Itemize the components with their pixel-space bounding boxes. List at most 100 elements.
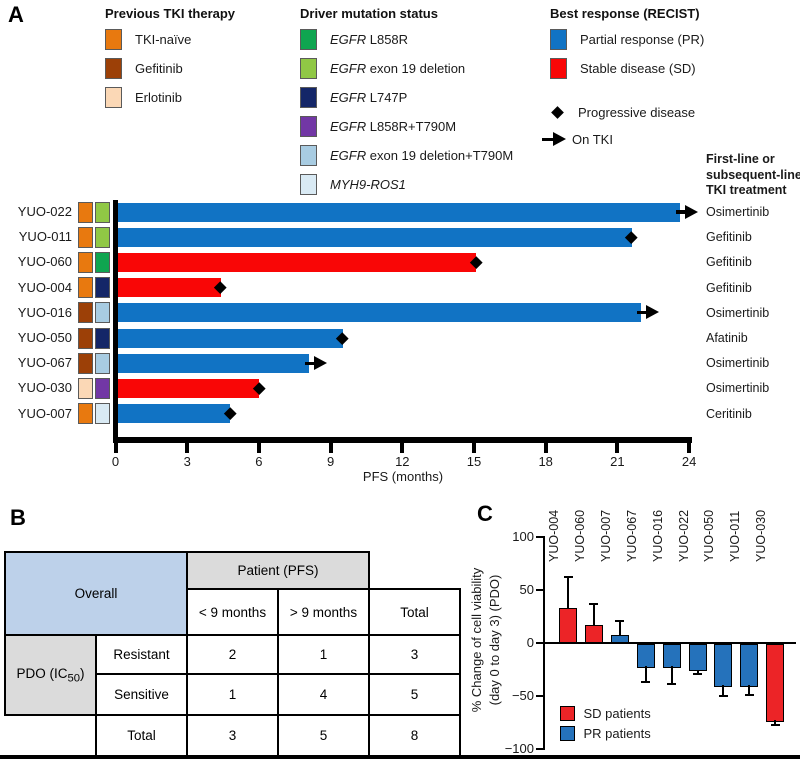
pfs-axis-tick bbox=[400, 443, 405, 453]
mutation-swatch bbox=[95, 327, 110, 349]
legend-item-label: Gefitinib bbox=[135, 61, 183, 76]
on-tki-arrow-stem bbox=[637, 311, 648, 315]
cell-resistant-gt9: 1 bbox=[277, 634, 370, 675]
tki-swatch bbox=[78, 251, 93, 273]
pfs-bar bbox=[118, 328, 343, 348]
treatment-label: Osimertinib bbox=[706, 381, 770, 396]
mutation-swatch bbox=[95, 226, 110, 248]
legend-sd-patients: SD patients bbox=[560, 706, 651, 721]
viability-category-label: YUO-050 bbox=[702, 509, 717, 562]
viability-bar bbox=[610, 634, 629, 643]
pdo-contingency-table: Overall Patient (PFS) < 9 months > 9 mon… bbox=[4, 551, 461, 757]
tki-swatch bbox=[78, 302, 93, 324]
error-bar-cap bbox=[589, 602, 599, 605]
pfs-x-axis-line bbox=[113, 437, 692, 443]
cell-header-total: Total bbox=[368, 588, 461, 636]
color-swatch bbox=[550, 29, 567, 50]
error-bar-cap bbox=[770, 723, 780, 726]
cell-sensitive-gt9: 4 bbox=[277, 673, 370, 716]
color-swatch bbox=[300, 87, 317, 108]
treatment-label: Osimertinib bbox=[706, 305, 770, 320]
legend-item: MYH9-ROS1 bbox=[300, 174, 513, 195]
cell-totalrow-lt9: 3 bbox=[186, 714, 279, 757]
legend-item-label: EGFR L858R bbox=[330, 32, 409, 47]
pfs-axis-tick bbox=[615, 443, 620, 453]
panel-b-letter: B bbox=[10, 505, 26, 530]
viability-bar bbox=[559, 608, 577, 643]
treatment-label: Gefitinib bbox=[706, 230, 752, 245]
viability-axis-tick bbox=[536, 588, 543, 592]
treatment-label: Ceritinib bbox=[706, 406, 752, 421]
mutation-swatch bbox=[95, 277, 110, 299]
mutation-swatch bbox=[95, 201, 110, 223]
viability-zero-line bbox=[543, 641, 796, 645]
cell-resistant-lt9: 2 bbox=[186, 634, 279, 675]
pfs-bar bbox=[118, 202, 680, 222]
error-bar-cap bbox=[615, 619, 625, 622]
pfs-axis-tick-label: 6 bbox=[255, 454, 263, 469]
error-bar-stem bbox=[618, 620, 621, 635]
viability-axis-tick bbox=[536, 641, 543, 645]
legend-best-response: Best response (RECIST) Partial response … bbox=[542, 6, 704, 147]
tki-swatch bbox=[78, 201, 93, 223]
legend-on-tki: On TKI bbox=[542, 132, 704, 147]
patient-label: YUO-016 bbox=[17, 304, 72, 320]
error-bar-stem bbox=[696, 669, 699, 674]
error-bar-cap bbox=[744, 693, 754, 696]
pfs-axis-tick-label: 24 bbox=[681, 454, 697, 469]
tki-swatch bbox=[78, 277, 93, 299]
error-bar-stem bbox=[722, 685, 725, 696]
viability-axis-tick-label: −100 bbox=[504, 741, 534, 756]
treatment-header-line2: subsequent-line bbox=[706, 167, 800, 182]
legend-item: EGFR L747P bbox=[300, 87, 513, 108]
pfs-bar bbox=[118, 227, 632, 247]
cell-sensitive-label: Sensitive bbox=[95, 673, 188, 716]
pfs-bar bbox=[118, 378, 259, 398]
cell-sensitive-lt9: 1 bbox=[186, 673, 279, 716]
cell-resistant-label: Resistant bbox=[95, 634, 188, 675]
pfs-axis-tick bbox=[185, 443, 190, 453]
pfs-x-axis-label: PFS (months) bbox=[362, 469, 444, 484]
patient-label: YUO-067 bbox=[17, 355, 72, 371]
viability-axis-tick-label: 50 bbox=[519, 582, 534, 597]
patient-label: YUO-004 bbox=[17, 279, 72, 295]
panel-c-letter: C bbox=[477, 501, 493, 526]
error-bar-stem bbox=[592, 603, 595, 625]
cell-header-gt9: > 9 months bbox=[277, 588, 370, 636]
legend-item: Gefitinib bbox=[105, 58, 235, 79]
tki-swatch bbox=[78, 377, 93, 399]
pfs-axis-tick bbox=[328, 443, 333, 453]
legend-item: EGFR exon 19 deletion+T790M bbox=[300, 145, 513, 166]
color-swatch bbox=[105, 58, 122, 79]
mutation-swatch bbox=[95, 403, 110, 425]
pfs-axis-tick-label: 0 bbox=[111, 454, 120, 469]
viability-category-label: YUO-004 bbox=[547, 509, 561, 562]
arrow-icon bbox=[542, 132, 566, 147]
pfs-axis-tick-label: 9 bbox=[326, 454, 335, 469]
color-swatch bbox=[300, 29, 317, 50]
error-bar-stem bbox=[670, 666, 673, 685]
viability-category-label: YUO-011 bbox=[728, 510, 743, 562]
pfs-bar bbox=[118, 303, 642, 323]
tki-swatch bbox=[78, 403, 93, 425]
pfs-axis-tick bbox=[687, 443, 692, 453]
viability-axis-tick bbox=[536, 694, 543, 698]
legend-item-label: MYH9-ROS1 bbox=[330, 177, 406, 192]
legend-on-tki-label: On TKI bbox=[572, 132, 613, 147]
pr-swatch bbox=[560, 726, 575, 741]
error-bar-cap bbox=[563, 576, 573, 579]
viability-category-label: YUO-060 bbox=[572, 509, 587, 562]
tki-swatch bbox=[78, 327, 93, 349]
treatment-label: Gefitinib bbox=[706, 280, 752, 295]
error-bar-stem bbox=[774, 720, 777, 725]
viability-axis-tick bbox=[536, 747, 543, 751]
legend-pr-label: PR patients bbox=[583, 726, 651, 741]
patient-label: YUO-050 bbox=[17, 330, 72, 345]
treatment-label: Afatinib bbox=[706, 331, 748, 345]
treatment-header-line3: TKI treatment bbox=[706, 183, 787, 197]
on-tki-arrow-stem bbox=[305, 361, 316, 365]
viability-axis-tick-label: 0 bbox=[526, 635, 534, 650]
mutation-swatch bbox=[95, 352, 110, 374]
